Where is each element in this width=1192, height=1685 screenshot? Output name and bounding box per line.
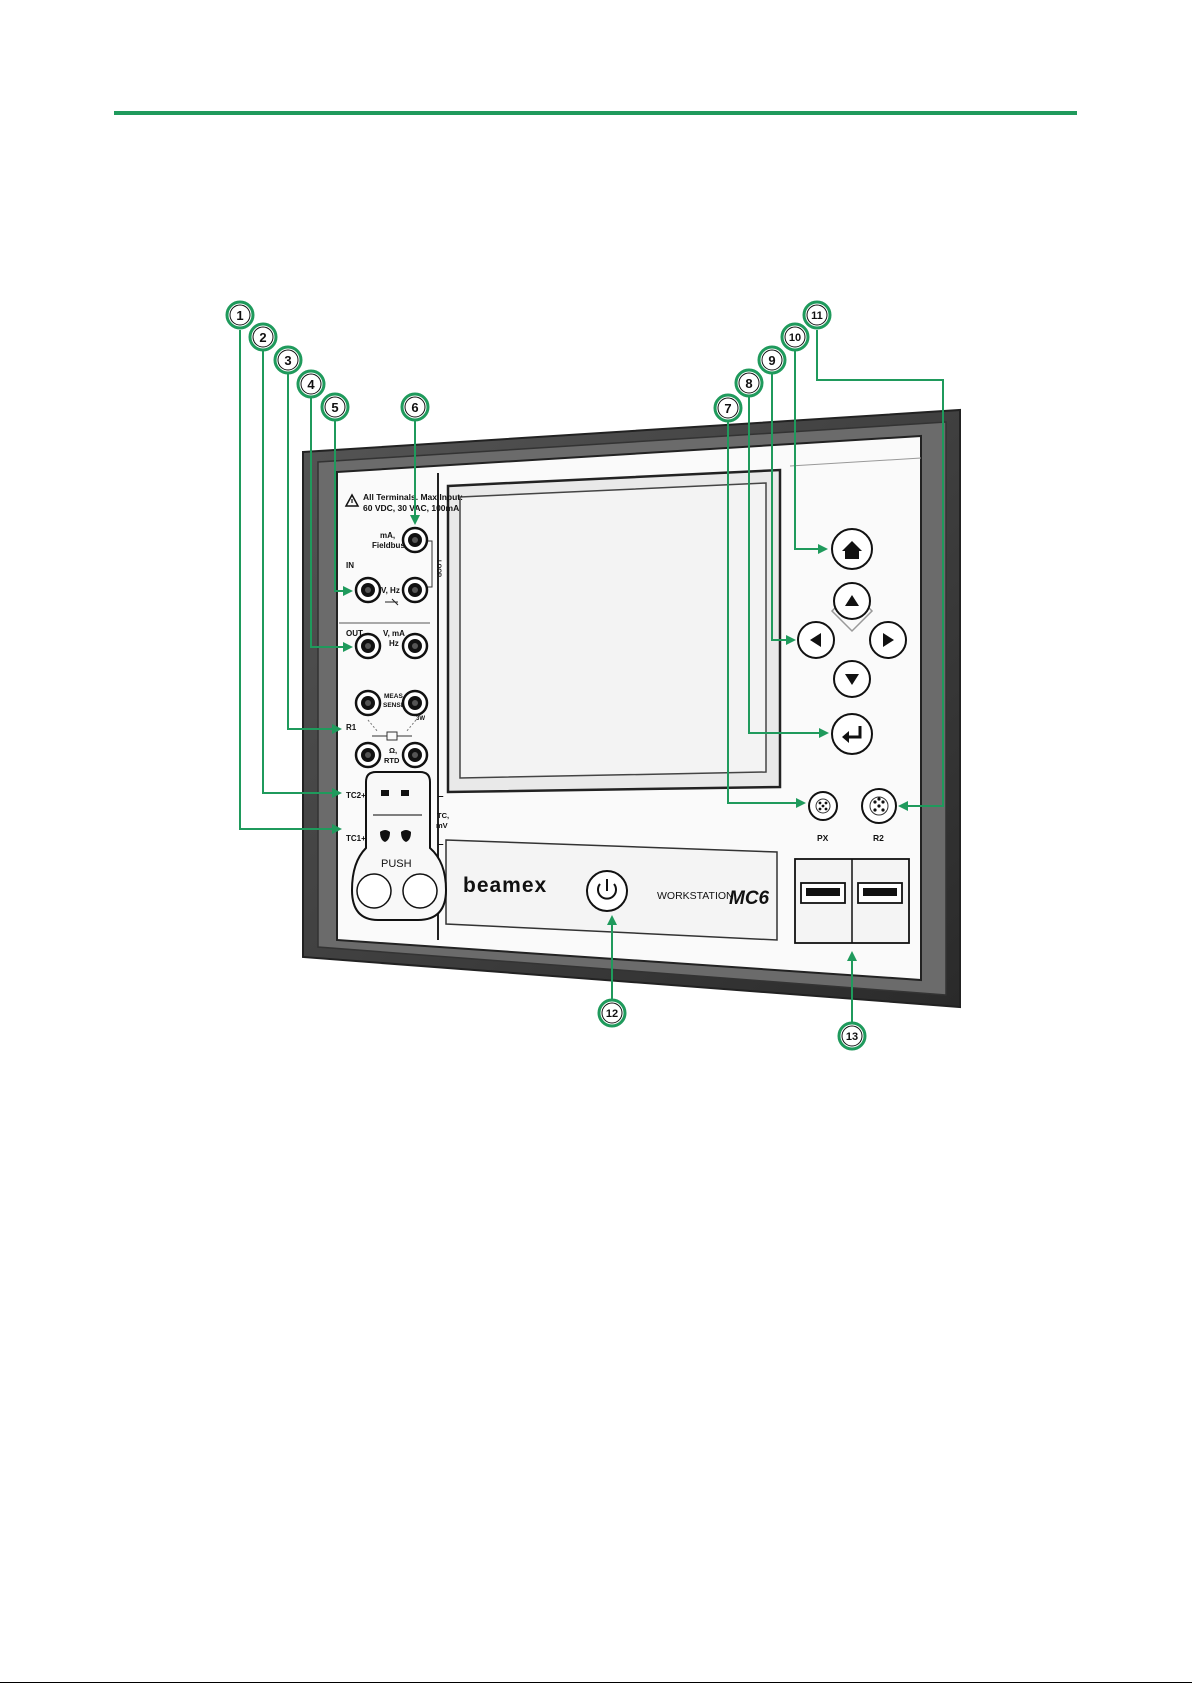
px-connector[interactable] [809, 792, 837, 820]
callout-2: 2 [250, 324, 276, 350]
callout-6-label: 6 [411, 400, 418, 415]
right-button[interactable] [870, 622, 906, 658]
callout-3: 3 [275, 347, 301, 373]
callout-2-label: 2 [259, 330, 266, 345]
warning-line1: All Terminals. Max Input: [363, 492, 463, 502]
callout-4-label: 4 [307, 377, 315, 392]
brand-logo: beamex [463, 874, 547, 897]
jack-out-left[interactable] [356, 634, 380, 658]
minus-top: – [438, 791, 444, 802]
footer-rule [0, 1682, 1192, 1683]
usb-ports [795, 859, 909, 943]
callout-7-label: 7 [724, 401, 731, 416]
warning-block: All Terminals. Max Input: 60 VDC, 30 VAC… [346, 492, 463, 513]
display-screen [448, 470, 780, 792]
callout-5: 5 [322, 394, 348, 420]
jack-rtd-right[interactable] [403, 743, 427, 767]
callout-10: 10 [782, 324, 808, 350]
ma-fieldbus-label-1: mA, [380, 531, 395, 540]
callout-10-label: 10 [789, 332, 801, 344]
home-button[interactable] [832, 529, 872, 569]
in-label: IN [346, 561, 354, 570]
jack-out-right[interactable] [403, 634, 427, 658]
tc-label: TC, [437, 811, 449, 820]
ma-fieldbus-label-2: Fieldbus [372, 541, 405, 550]
callout-5-label: 5 [331, 400, 338, 415]
callout-9: 9 [759, 347, 785, 373]
callout-3-label: 3 [284, 353, 291, 368]
usb-port-right[interactable] [858, 883, 902, 903]
power-button[interactable] [587, 871, 627, 911]
callout-4: 4 [298, 371, 324, 397]
px-label: PX [817, 833, 829, 843]
callout-1: 1 [227, 302, 253, 328]
loop-label: LOOP [435, 560, 441, 577]
callout-7: 7 [715, 395, 741, 421]
usb-port-left[interactable] [801, 883, 845, 903]
mv-label: mV [436, 821, 448, 830]
ohm-label: Ω, [389, 746, 397, 755]
model-label: MC6 [729, 888, 770, 909]
rtd-label: RTD [384, 756, 400, 765]
r2-connector[interactable] [862, 789, 896, 823]
callout-11: 11 [804, 302, 830, 328]
callout-11-label: 11 [811, 310, 823, 322]
callout-13: 13 [839, 1023, 865, 1049]
out-v-ma-label-2: Hz [389, 639, 399, 648]
out-v-ma-label-1: V, mA [383, 629, 405, 638]
up-button[interactable] [834, 583, 870, 619]
workstation-label: WORKSTATION [657, 890, 734, 902]
callout-8: 8 [736, 370, 762, 396]
callout-8-label: 8 [745, 376, 752, 391]
jack-meas-right[interactable] [403, 691, 427, 715]
callout-1-label: 1 [236, 308, 243, 323]
jack-in-v-hz-left[interactable] [356, 578, 380, 602]
jack-meas-left[interactable] [356, 691, 380, 715]
three-w-label: 3W [416, 716, 425, 722]
tc2-label: TC2+ [346, 791, 366, 800]
jack-in-v-hz-right[interactable] [403, 578, 427, 602]
meas-label: MEAS [384, 693, 403, 700]
jack-rtd-left[interactable] [356, 743, 380, 767]
warning-line2: 60 VDC, 30 VAC, 100mA [363, 503, 459, 513]
r1-label: R1 [346, 723, 357, 732]
down-button[interactable] [834, 661, 870, 697]
enter-button[interactable] [832, 714, 872, 754]
callout-12-label: 12 [606, 1008, 618, 1020]
left-button[interactable] [798, 622, 834, 658]
push-label: PUSH [381, 858, 412, 870]
v-hz-label: V, Hz [381, 586, 400, 595]
r2-label: R2 [873, 833, 884, 843]
callout-9-label: 9 [768, 353, 775, 368]
callout-13-label: 13 [846, 1031, 858, 1043]
tc1-label: TC1+ [346, 834, 366, 843]
minus-bottom: – [438, 839, 444, 850]
jack-ma-fieldbus[interactable] [403, 528, 427, 552]
callout-12: 12 [599, 1000, 625, 1026]
callout-6: 6 [402, 394, 428, 420]
